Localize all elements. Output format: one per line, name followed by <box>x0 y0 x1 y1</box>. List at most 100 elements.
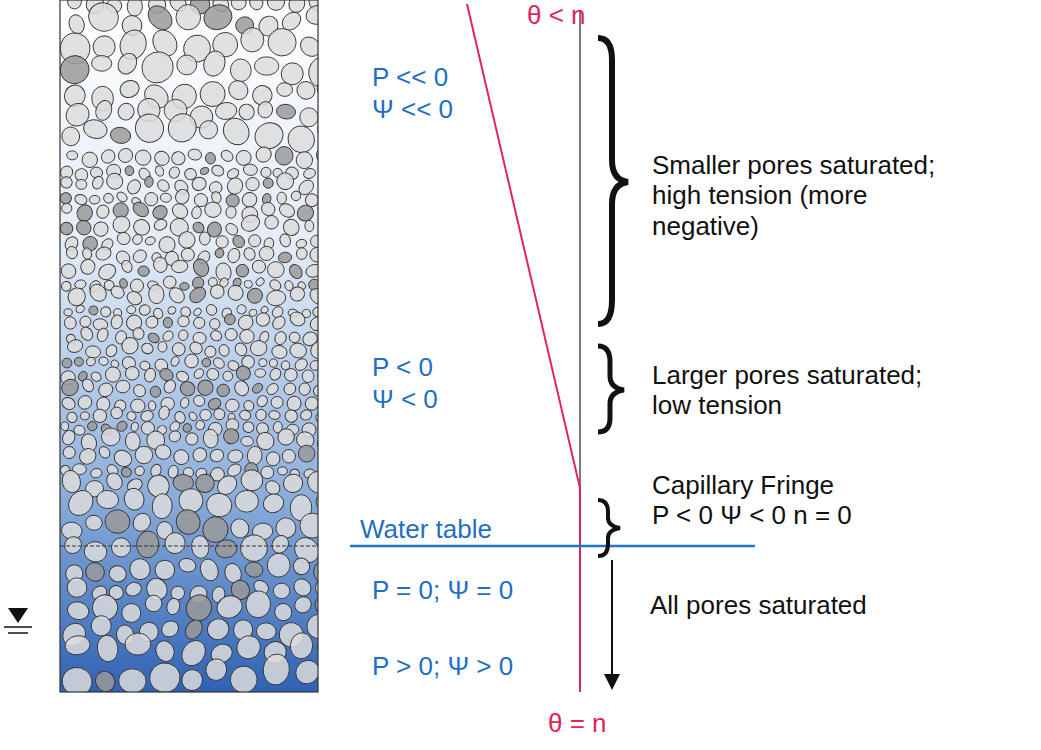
soil-grain <box>152 256 169 274</box>
soil-grain <box>96 327 110 343</box>
soil-grain <box>183 352 200 369</box>
soil-grain <box>60 428 77 446</box>
soil-grain <box>288 331 301 344</box>
soil-grain <box>199 166 210 176</box>
soil-grain <box>143 314 160 331</box>
soil-grain <box>111 538 131 558</box>
soil-grain <box>150 203 169 221</box>
soil-grain <box>125 632 152 655</box>
soil-grain <box>96 490 120 510</box>
soil-grain <box>117 78 141 101</box>
soil-grain <box>276 82 293 97</box>
soil-grain <box>163 317 173 329</box>
soil-grain <box>302 370 314 383</box>
soil-grain <box>104 508 132 534</box>
soil-grain <box>86 420 98 432</box>
soil-grain <box>157 405 170 421</box>
soil-grain <box>304 262 318 279</box>
soil-grain <box>222 371 233 382</box>
soil-grain <box>180 282 190 290</box>
soil-grain <box>200 48 228 79</box>
soil-grain <box>135 530 160 559</box>
soil-grain <box>84 0 123 36</box>
soil-grain <box>91 55 112 71</box>
soil-grain <box>76 179 87 189</box>
soil-grain <box>165 597 181 616</box>
soil-grain <box>234 363 253 383</box>
soil-grain <box>270 314 288 332</box>
soil-grain <box>62 358 72 368</box>
soil-grain <box>191 446 209 464</box>
water-table-symbol-line <box>8 632 28 634</box>
soil-grain <box>243 175 262 194</box>
soil-grain <box>204 201 222 218</box>
soil-grain <box>109 284 127 301</box>
soil-grain <box>302 167 317 180</box>
soil-grain <box>287 309 307 328</box>
soil-grain <box>281 472 305 495</box>
soil-grain <box>196 117 222 143</box>
soil-grain <box>130 109 169 148</box>
head-label: Ψ << 0 <box>372 94 453 124</box>
soil-grain <box>293 78 318 103</box>
soil-grain <box>105 366 121 383</box>
soil-grain <box>273 330 288 346</box>
soil-grain <box>312 573 318 602</box>
soil-grain <box>278 252 292 264</box>
soil-grain <box>191 393 206 408</box>
soil-grain <box>232 378 251 398</box>
soil-grain <box>277 201 297 220</box>
soil-grain <box>218 343 230 357</box>
soil-grain <box>209 328 224 342</box>
soil-grain <box>140 341 155 355</box>
soil-grain <box>277 192 287 204</box>
soil-grain <box>148 284 164 304</box>
soil-grain <box>90 467 103 479</box>
moisture-label: θ = n <box>548 708 607 738</box>
soil-grain <box>93 98 115 122</box>
soil-grain <box>133 464 146 477</box>
soil-grain <box>298 445 315 462</box>
soil-grain <box>60 220 75 236</box>
soil-grain <box>168 165 182 179</box>
soil-grain <box>178 329 189 341</box>
water-table-symbol-line <box>4 626 32 628</box>
soil-grain <box>179 397 190 410</box>
soil-grain <box>74 357 84 367</box>
soil-grain <box>291 556 312 578</box>
soil-grain <box>209 318 221 330</box>
soil-grain <box>261 653 291 687</box>
soil-grain <box>285 394 303 412</box>
head-label: Ψ < 0 <box>372 384 438 414</box>
soil-grain <box>144 176 153 187</box>
soil-grains <box>60 0 318 692</box>
soil-grain <box>65 285 88 309</box>
soil-grain <box>313 144 318 167</box>
soil-grain <box>256 622 277 640</box>
soil-grain <box>63 316 77 330</box>
soil-grain <box>277 466 288 475</box>
zone-note: All pores saturated <box>650 590 867 620</box>
soil-grain <box>288 284 308 303</box>
soil-grain <box>267 27 297 57</box>
soil-grain <box>270 344 288 361</box>
soil-grain <box>144 236 156 247</box>
soil-grain <box>154 165 166 178</box>
soil-grain <box>276 103 297 120</box>
soil-grain <box>225 193 240 207</box>
soil-grain <box>66 338 84 355</box>
soil-grain <box>244 285 265 306</box>
soil-grain <box>187 284 209 306</box>
soil-grain <box>223 313 237 327</box>
soil-grain <box>180 668 204 692</box>
soil-grain <box>64 634 92 657</box>
soil-grain <box>120 259 134 275</box>
soil-grain <box>231 233 247 250</box>
soil-grain <box>214 382 231 399</box>
soil-grain <box>118 668 147 692</box>
soil-grain <box>79 257 98 276</box>
soil-grain <box>214 538 238 559</box>
soil-grain <box>150 386 162 398</box>
soil-grain <box>300 513 318 539</box>
